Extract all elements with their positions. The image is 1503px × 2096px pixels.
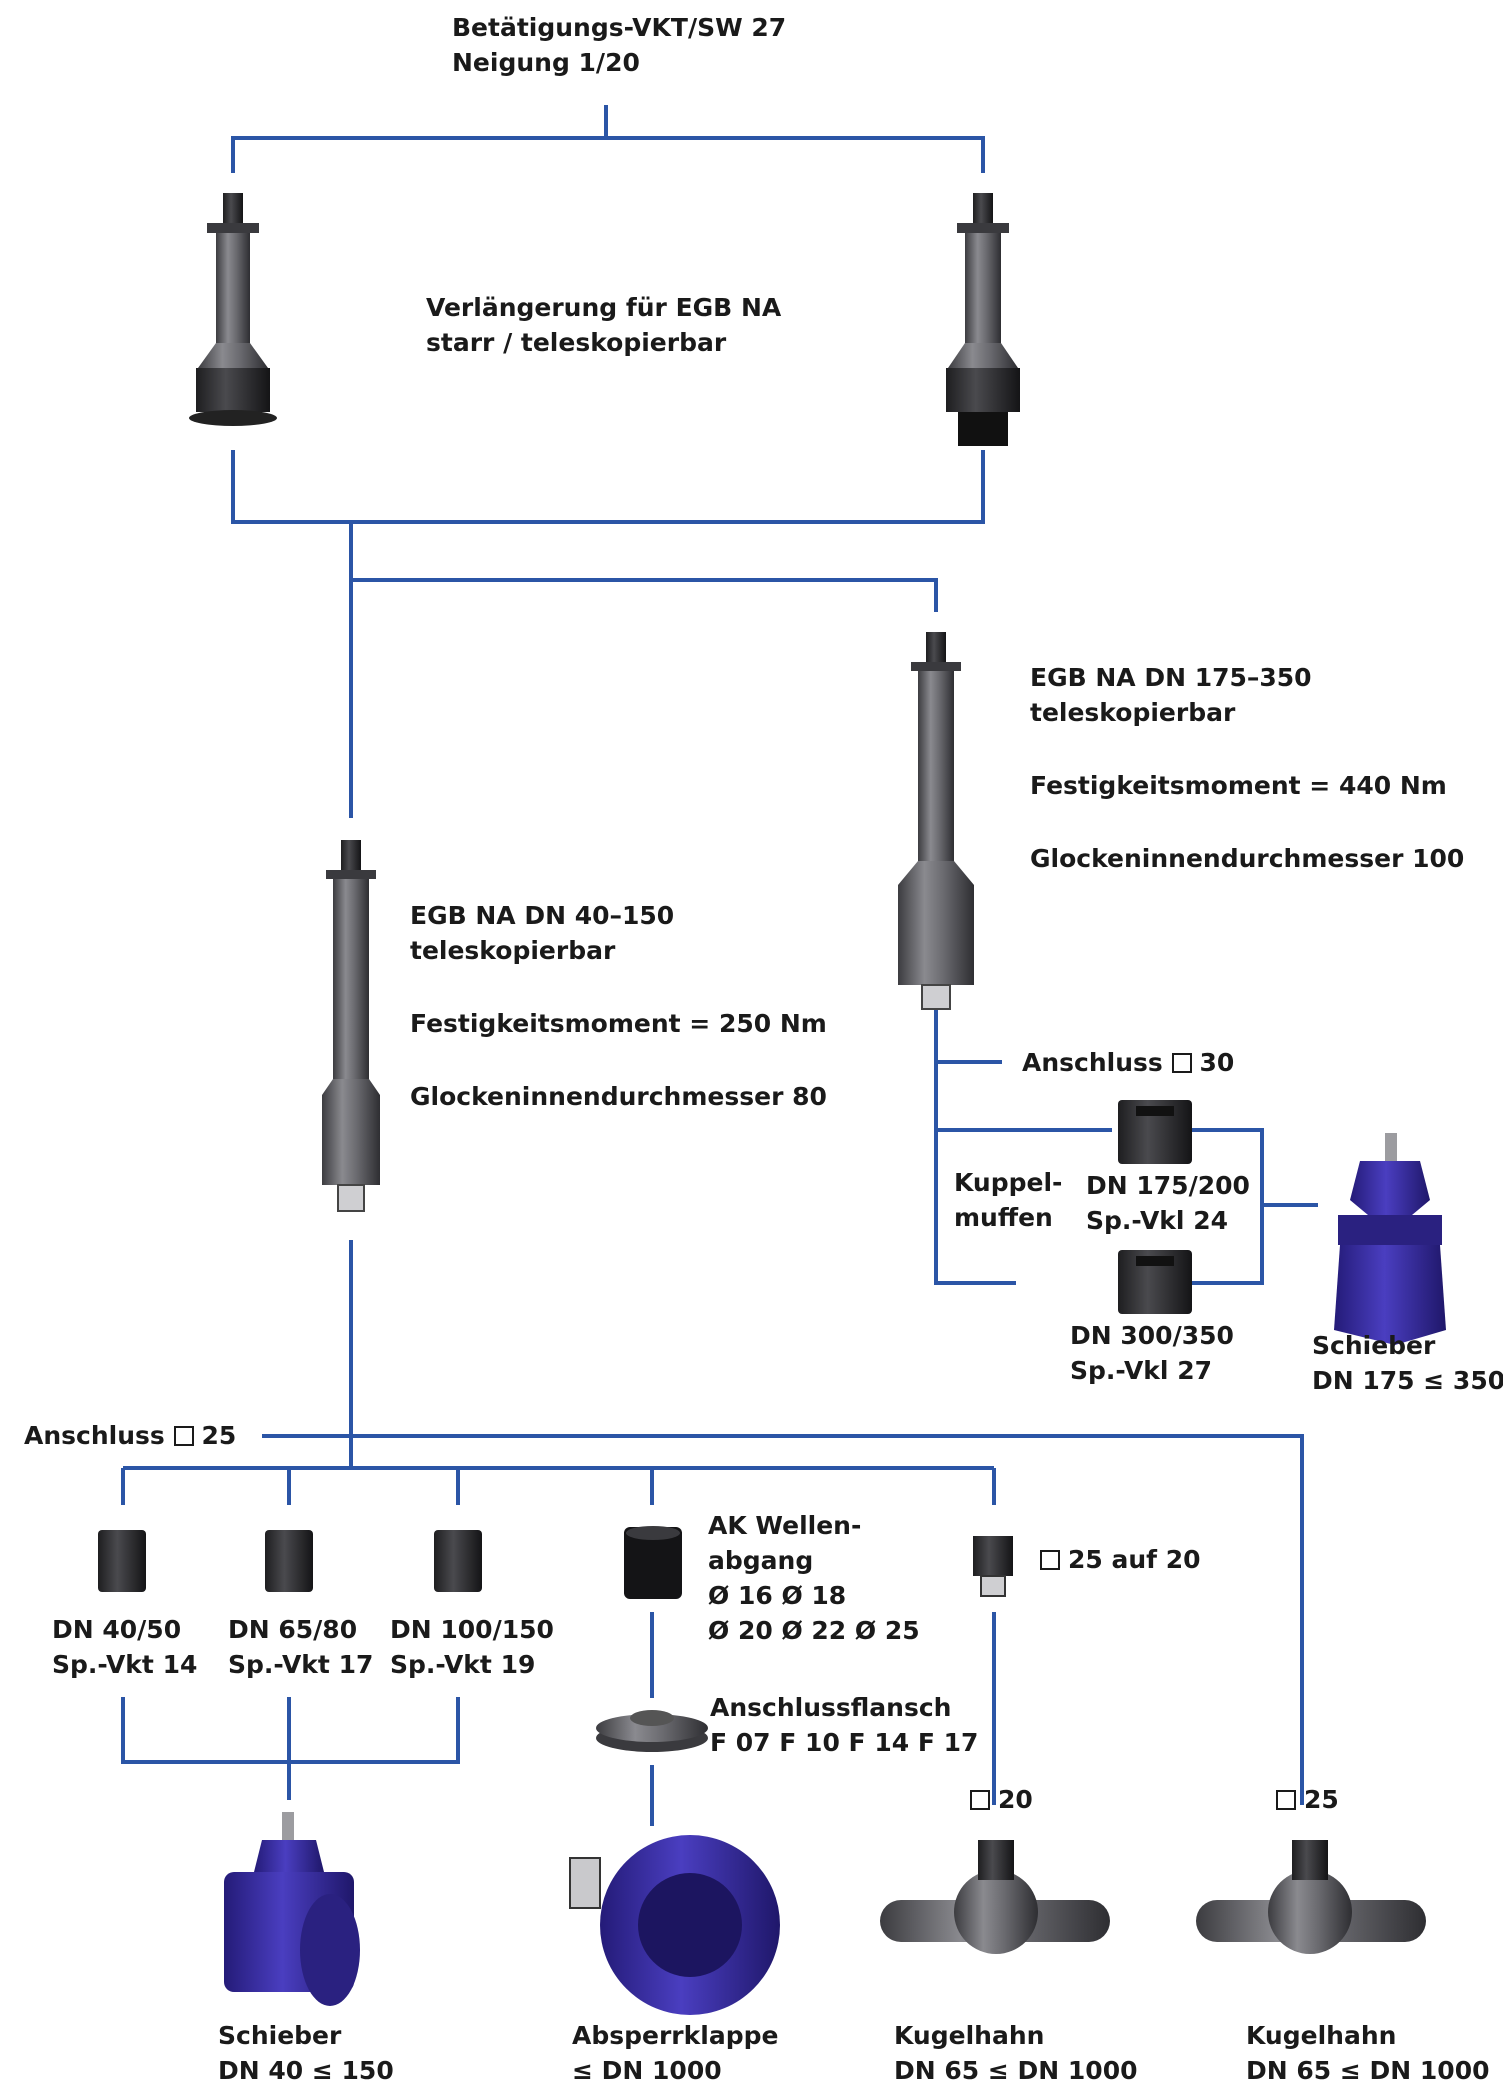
sleeve-dn40 xyxy=(98,1530,146,1592)
shaft-adapter-illustration xyxy=(624,1526,682,1599)
ball-valve-20-label: Kugelhahn DN 65 ≤ DN 1000 xyxy=(894,2021,1138,2085)
reducer-label: 25 auf 20 xyxy=(1040,1542,1201,1577)
couplings-label: Kuppel- muffen xyxy=(954,1168,1063,1232)
sleeve-dn100 xyxy=(434,1530,482,1592)
egb-small-illustration xyxy=(322,840,380,1212)
shaft-adapter-label: AK Wellen- abgang Ø 16 Ø 18 Ø 20 Ø 22 Ø … xyxy=(708,1511,920,1645)
flange-illustration xyxy=(596,1710,708,1752)
egb-large-label: EGB NA DN 175–350 teleskopierbar Festigk… xyxy=(1030,663,1465,873)
gate-valve-large-illustration xyxy=(1334,1133,1446,1345)
gate-valve-small-illustration xyxy=(224,1812,360,2006)
gate-valve-large-label: Schieber DN 175 ≤ 350 xyxy=(1312,1331,1503,1395)
connector-lines xyxy=(121,105,1318,1826)
square-25-label: 25 xyxy=(1276,1782,1339,1817)
butterfly-valve-illustration xyxy=(569,1835,780,2015)
coupling-sleeve-a xyxy=(1118,1100,1192,1164)
square-icon xyxy=(1171,1053,1192,1073)
flange-label: Anschlussflansch F 07 F 10 F 14 F 17 xyxy=(710,1693,979,1757)
sleeve-dn65-label: DN 65/80 Sp.-Vkt 17 xyxy=(228,1615,374,1679)
ball-valve-25-illustration xyxy=(1196,1840,1426,1954)
gate-valve-small-label: Schieber DN 40 ≤ 150 xyxy=(218,2021,394,2085)
ball-valve-25-label: Kugelhahn DN 65 ≤ DN 1000 xyxy=(1246,2021,1490,2085)
reducer-illustration xyxy=(973,1536,1013,1597)
ball-valve-20-illustration xyxy=(880,1840,1110,1954)
coupling-a-label: DN 175/200 Sp.-Vkl 24 xyxy=(1086,1171,1250,1235)
coupling-b-label: DN 300/350 Sp.-Vkl 27 xyxy=(1070,1321,1234,1385)
square-20-label: 20 xyxy=(970,1782,1033,1817)
top-label: Betätigungs-VKT/SW 27 Neigung 1/20 xyxy=(452,13,787,77)
sleeve-dn100-label: DN 100/150 Sp.-Vkt 19 xyxy=(390,1615,554,1679)
butterfly-valve-label: Absperrklappe ≤ DN 1000 xyxy=(572,2021,779,2085)
connection-30-label: Anschluss 30 xyxy=(1022,1048,1235,1077)
square-icon xyxy=(173,1426,194,1446)
egb-small-label: EGB NA DN 40–150 teleskopierbar Festigke… xyxy=(410,901,827,1111)
connection-25-label: Anschluss 25 xyxy=(24,1421,237,1450)
sleeve-dn65 xyxy=(265,1530,313,1592)
coupling-sleeve-b xyxy=(1118,1250,1192,1314)
square-icon xyxy=(1276,1790,1296,1810)
square-icon xyxy=(970,1790,990,1810)
egb-large-illustration xyxy=(898,632,974,1010)
extension-label: Verlängerung für EGB NA starr / teleskop… xyxy=(426,293,782,357)
extension-rigid xyxy=(189,193,277,426)
sleeve-dn40-label: DN 40/50 Sp.-Vkt 14 xyxy=(52,1615,198,1679)
extension-telescopic xyxy=(946,193,1020,446)
square-icon xyxy=(1040,1550,1060,1570)
